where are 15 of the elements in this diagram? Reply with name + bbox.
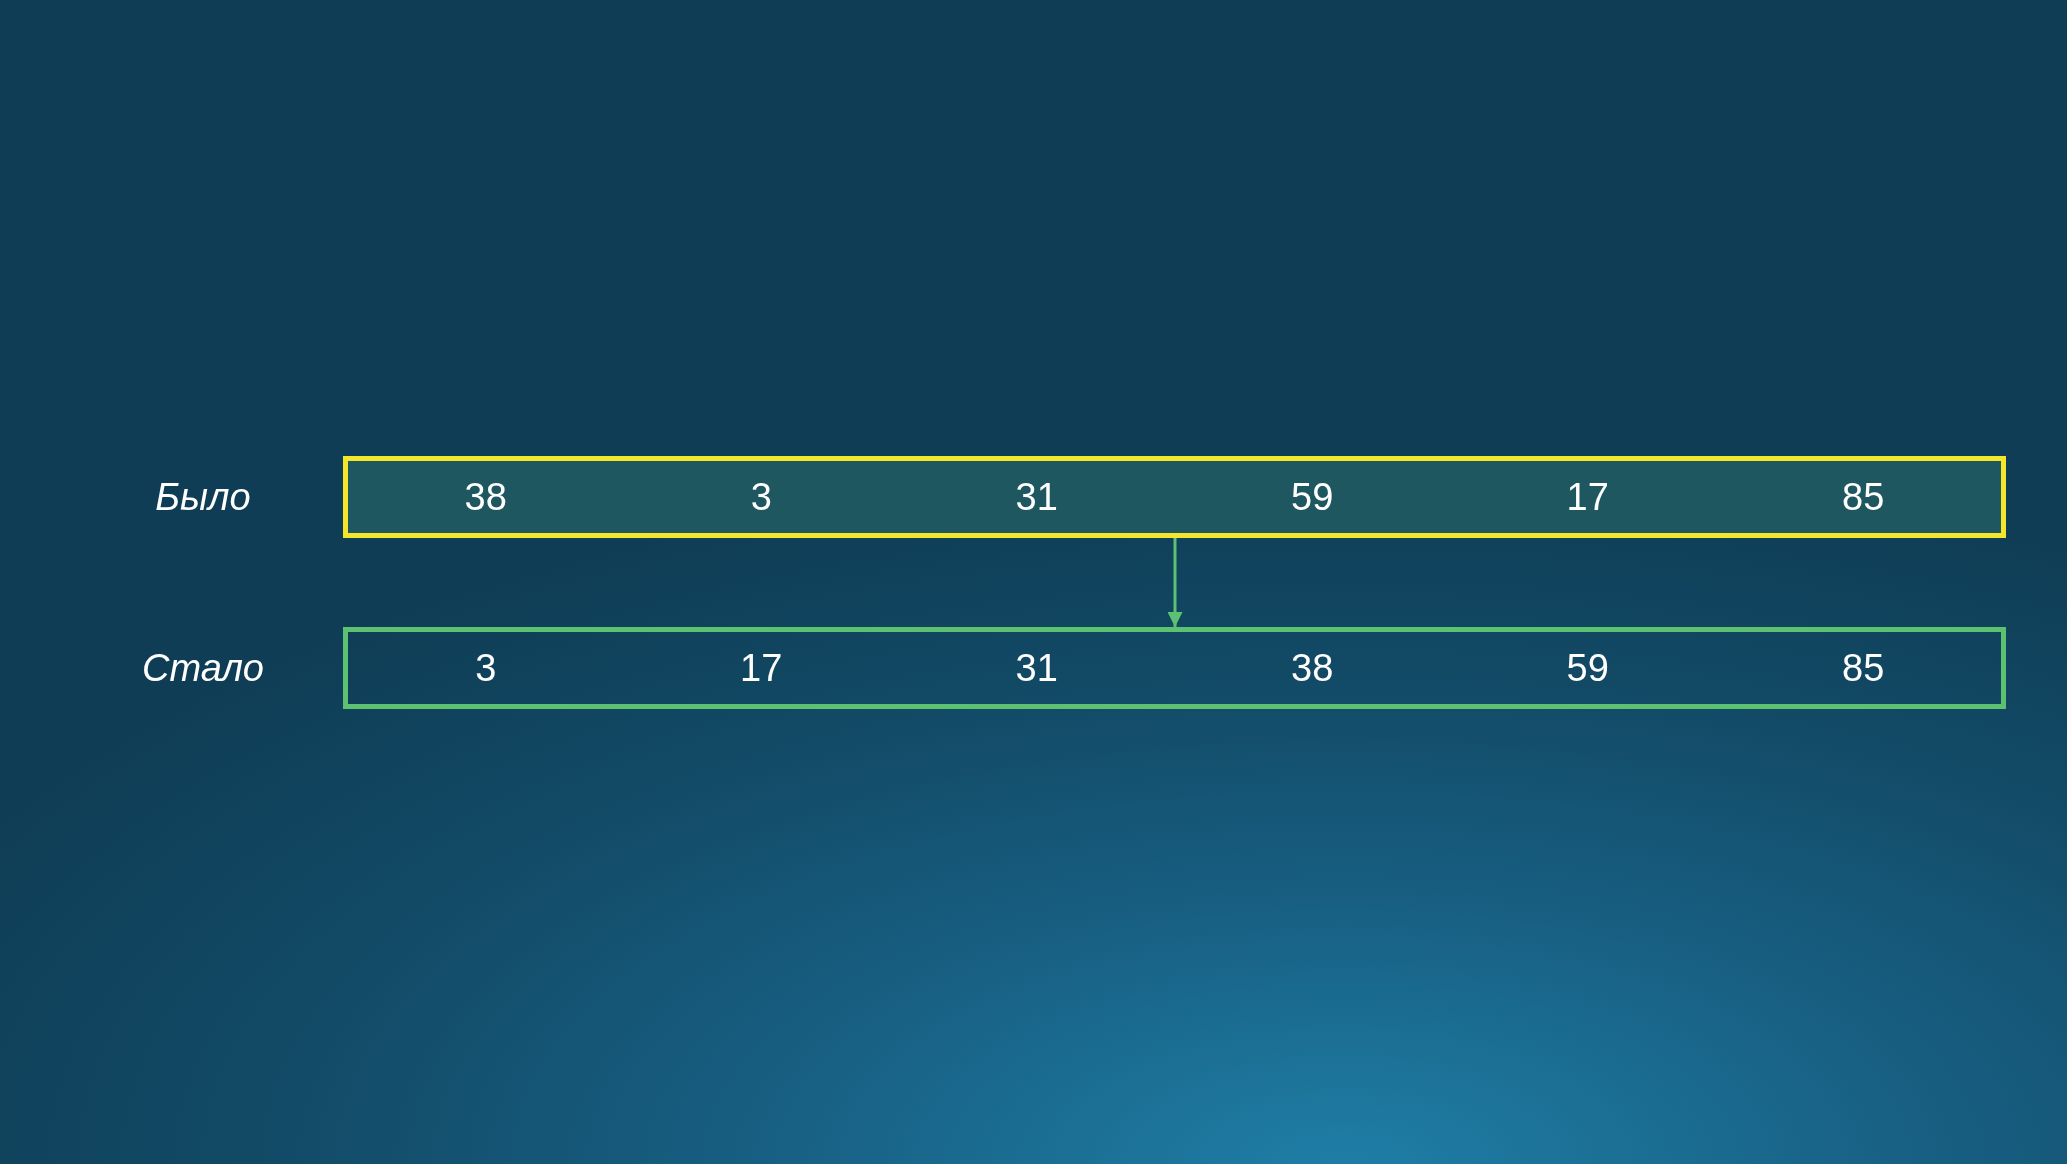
cell-value: 3 [475,649,497,687]
arrow [1167,538,1183,627]
cell-value: 38 [464,478,507,516]
cell-value: 85 [1842,478,1885,516]
row-label: Было [154,475,252,519]
cell-value: 38 [1291,649,1334,687]
cell-value: 3 [750,478,772,516]
cell-value: 85 [1842,649,1885,687]
cell-value: 31 [1015,649,1058,687]
cell-value: 59 [1566,649,1609,687]
cell-value: 59 [1291,478,1334,516]
row-label: Стало [141,646,265,690]
cell-value: 17 [740,649,783,687]
cell-value: 31 [1015,478,1058,516]
cell-value: 17 [1566,478,1609,516]
